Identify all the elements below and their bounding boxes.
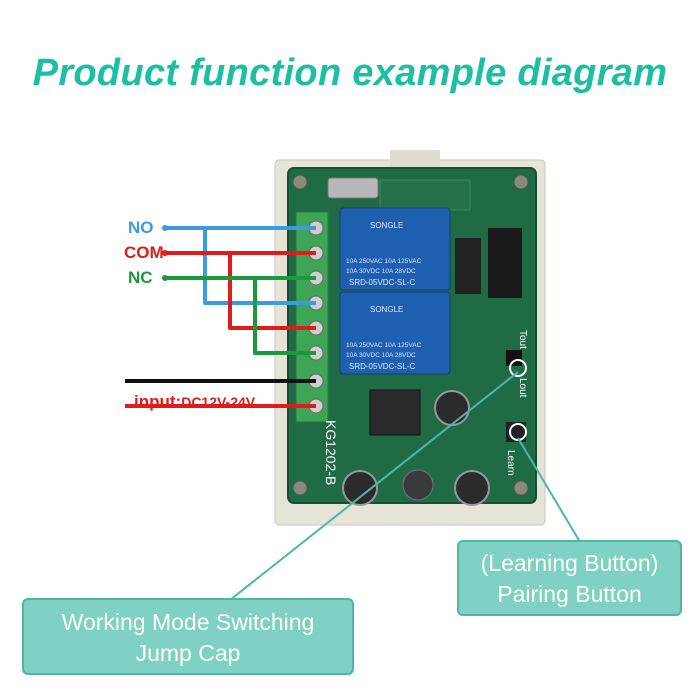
learning-callout-line1: (Learning Button) [480,550,659,576]
com-label: COM [124,243,164,262]
crystal-oscillator [327,177,379,199]
input-voltage: DC12V-24V [181,394,256,410]
diagram-title: Product function example diagram [32,52,668,94]
no-label: NO [128,218,154,237]
wire-end [162,250,168,256]
svg-text:10A 250VAC 10A 125VAC: 10A 250VAC 10A 125VAC [346,258,422,265]
svg-text:10A 30VDC 10A 28VDC: 10A 30VDC 10A 28VDC [346,352,416,359]
jumper-header [506,350,522,366]
pin-label-learn: Learn [505,450,516,476]
wire-end [162,275,168,281]
board-model-label: KG1202-B [323,420,339,485]
pin-label-tout: Tout [517,330,528,349]
capacitor [434,390,470,426]
voltage-regulator [369,389,421,436]
inductor [402,469,434,501]
mode-callout-line2: Jump Cap [135,640,241,666]
learning-button-callout: (Learning Button) Pairing Button [457,540,682,616]
nc-wire-branch [253,278,316,355]
relay-1: SONGLE 10A 250VAC 10A 125VAC 10A 30VDC 1… [339,207,451,291]
learning-callout-line2: Pairing Button [497,581,642,607]
case-tab [390,150,440,170]
jumper-highlight [509,359,527,377]
svg-text:SRD-05VDC-SL-C: SRD-05VDC-SL-C [349,362,415,371]
decoder-ic [488,228,522,298]
learn-callout-leader [517,437,581,543]
terminal-block [295,211,329,423]
input-label: input:DC12V-24V [134,392,255,412]
wire-end [162,225,168,231]
svg-text:10A 250VAC 10A 125VAC: 10A 250VAC 10A 125VAC [346,342,422,349]
svg-text:10A 30VDC 10A 28VDC: 10A 30VDC 10A 28VDC [346,268,416,275]
input-label-text: input: [134,392,182,411]
svg-text:SONGLE: SONGLE [370,305,403,314]
mounting-hole [292,174,308,190]
pin-label-lout: Lout [517,378,528,398]
svg-text:SRD-05VDC-SL-C: SRD-05VDC-SL-C [349,278,415,287]
mode-switching-callout: Working Mode Switching Jump Cap [22,598,354,675]
learning-button-highlight [509,423,527,441]
mode-callout-line1: Working Mode Switching [61,609,315,635]
logic-ic [455,238,481,294]
rf-receiver-module [379,179,471,211]
nc-label: NC [128,268,153,287]
capacitor [342,470,378,506]
relay-2: SONGLE 10A 250VAC 10A 125VAC 10A 30VDC 1… [339,291,451,375]
svg-text:SONGLE: SONGLE [370,221,403,230]
mounting-hole [513,174,529,190]
mounting-hole [513,480,529,496]
wiring [125,226,316,408]
capacitor [454,470,490,506]
mode-callout-leader [229,371,519,601]
mounting-hole [292,480,308,496]
